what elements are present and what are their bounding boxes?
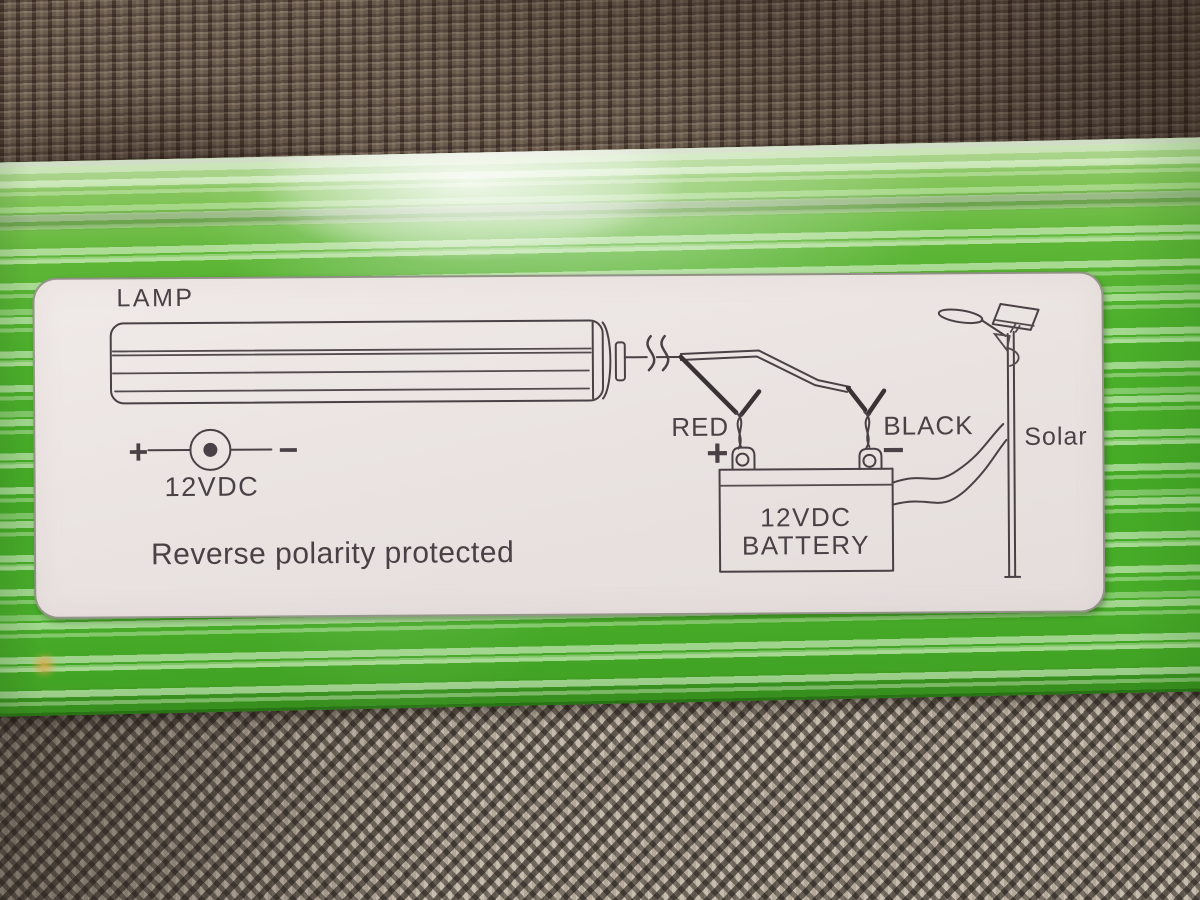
solar-wire (891, 423, 1008, 506)
solar-streetlight-icon (937, 303, 1040, 578)
battery-illustration (718, 467, 895, 573)
red-polarity-sign: + (706, 433, 728, 475)
black-clip-label: BLACK (883, 410, 973, 441)
battery-voltage: 12VDC (760, 502, 852, 533)
dc-jack-symbol-icon (147, 428, 273, 471)
battery-word: BATTERY (742, 530, 870, 561)
dc-minus-sign: − (278, 431, 298, 469)
reflection-glow-dot (30, 652, 58, 678)
protection-note: Reverse polarity protected (151, 536, 514, 571)
black-polarity-sign: − (882, 430, 904, 472)
red-clip-icon (731, 389, 762, 471)
wiring-diagram: LAMP (109, 284, 1088, 578)
black-clip-icon (858, 388, 887, 470)
dc-plus-sign: + (128, 433, 148, 471)
battery-wires (678, 349, 868, 415)
green-lamp-package: LAMP (0, 136, 1200, 718)
red-clip-label: RED (671, 412, 729, 442)
lamp-caption: LAMP (116, 284, 194, 312)
instruction-label: LAMP (32, 271, 1106, 619)
solar-caption: Solar (1024, 422, 1088, 450)
dc-voltage-caption: 12VDC (165, 472, 260, 503)
wire-break-icon (623, 334, 682, 372)
lamp-tube-illustration (109, 319, 626, 405)
